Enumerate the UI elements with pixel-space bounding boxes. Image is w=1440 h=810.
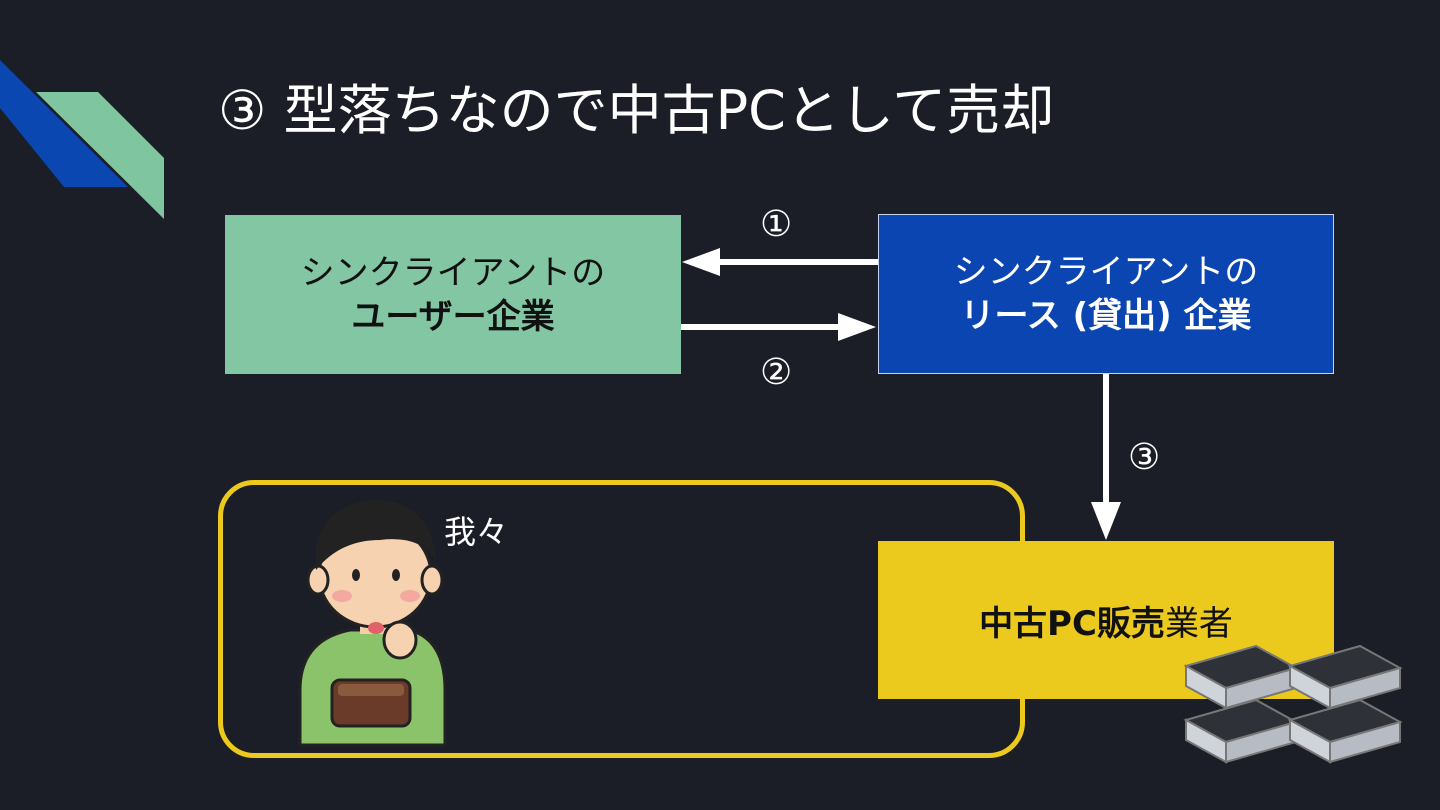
slide-title: ③ 型落ちなので中古PCとして売却 (218, 79, 1055, 142)
dealer-label-normal: 業者 (1164, 603, 1233, 644)
user-company-line1: シンクライアントの (300, 252, 606, 293)
user-company-box: シンクライアントの ユーザー企業 (225, 215, 681, 374)
dealer-label-bold: 中古PC販売 (979, 603, 1165, 644)
arrow-step3 (1091, 374, 1121, 540)
step1-label: ① (760, 204, 793, 245)
step3-label: ③ (1128, 437, 1161, 478)
arrow-step1 (682, 248, 878, 276)
us-label: 我々 (444, 513, 509, 551)
lease-company-box: シンクライアントの リース (貸出) 企業 (878, 214, 1334, 374)
arrow-step2 (681, 313, 876, 341)
user-company-line2: ユーザー企業 (351, 296, 555, 337)
step2-label: ② (760, 352, 793, 393)
lease-company-line2: リース (貸出) 企業 (960, 296, 1252, 336)
lease-company-line1: シンクライアントの (953, 252, 1259, 292)
